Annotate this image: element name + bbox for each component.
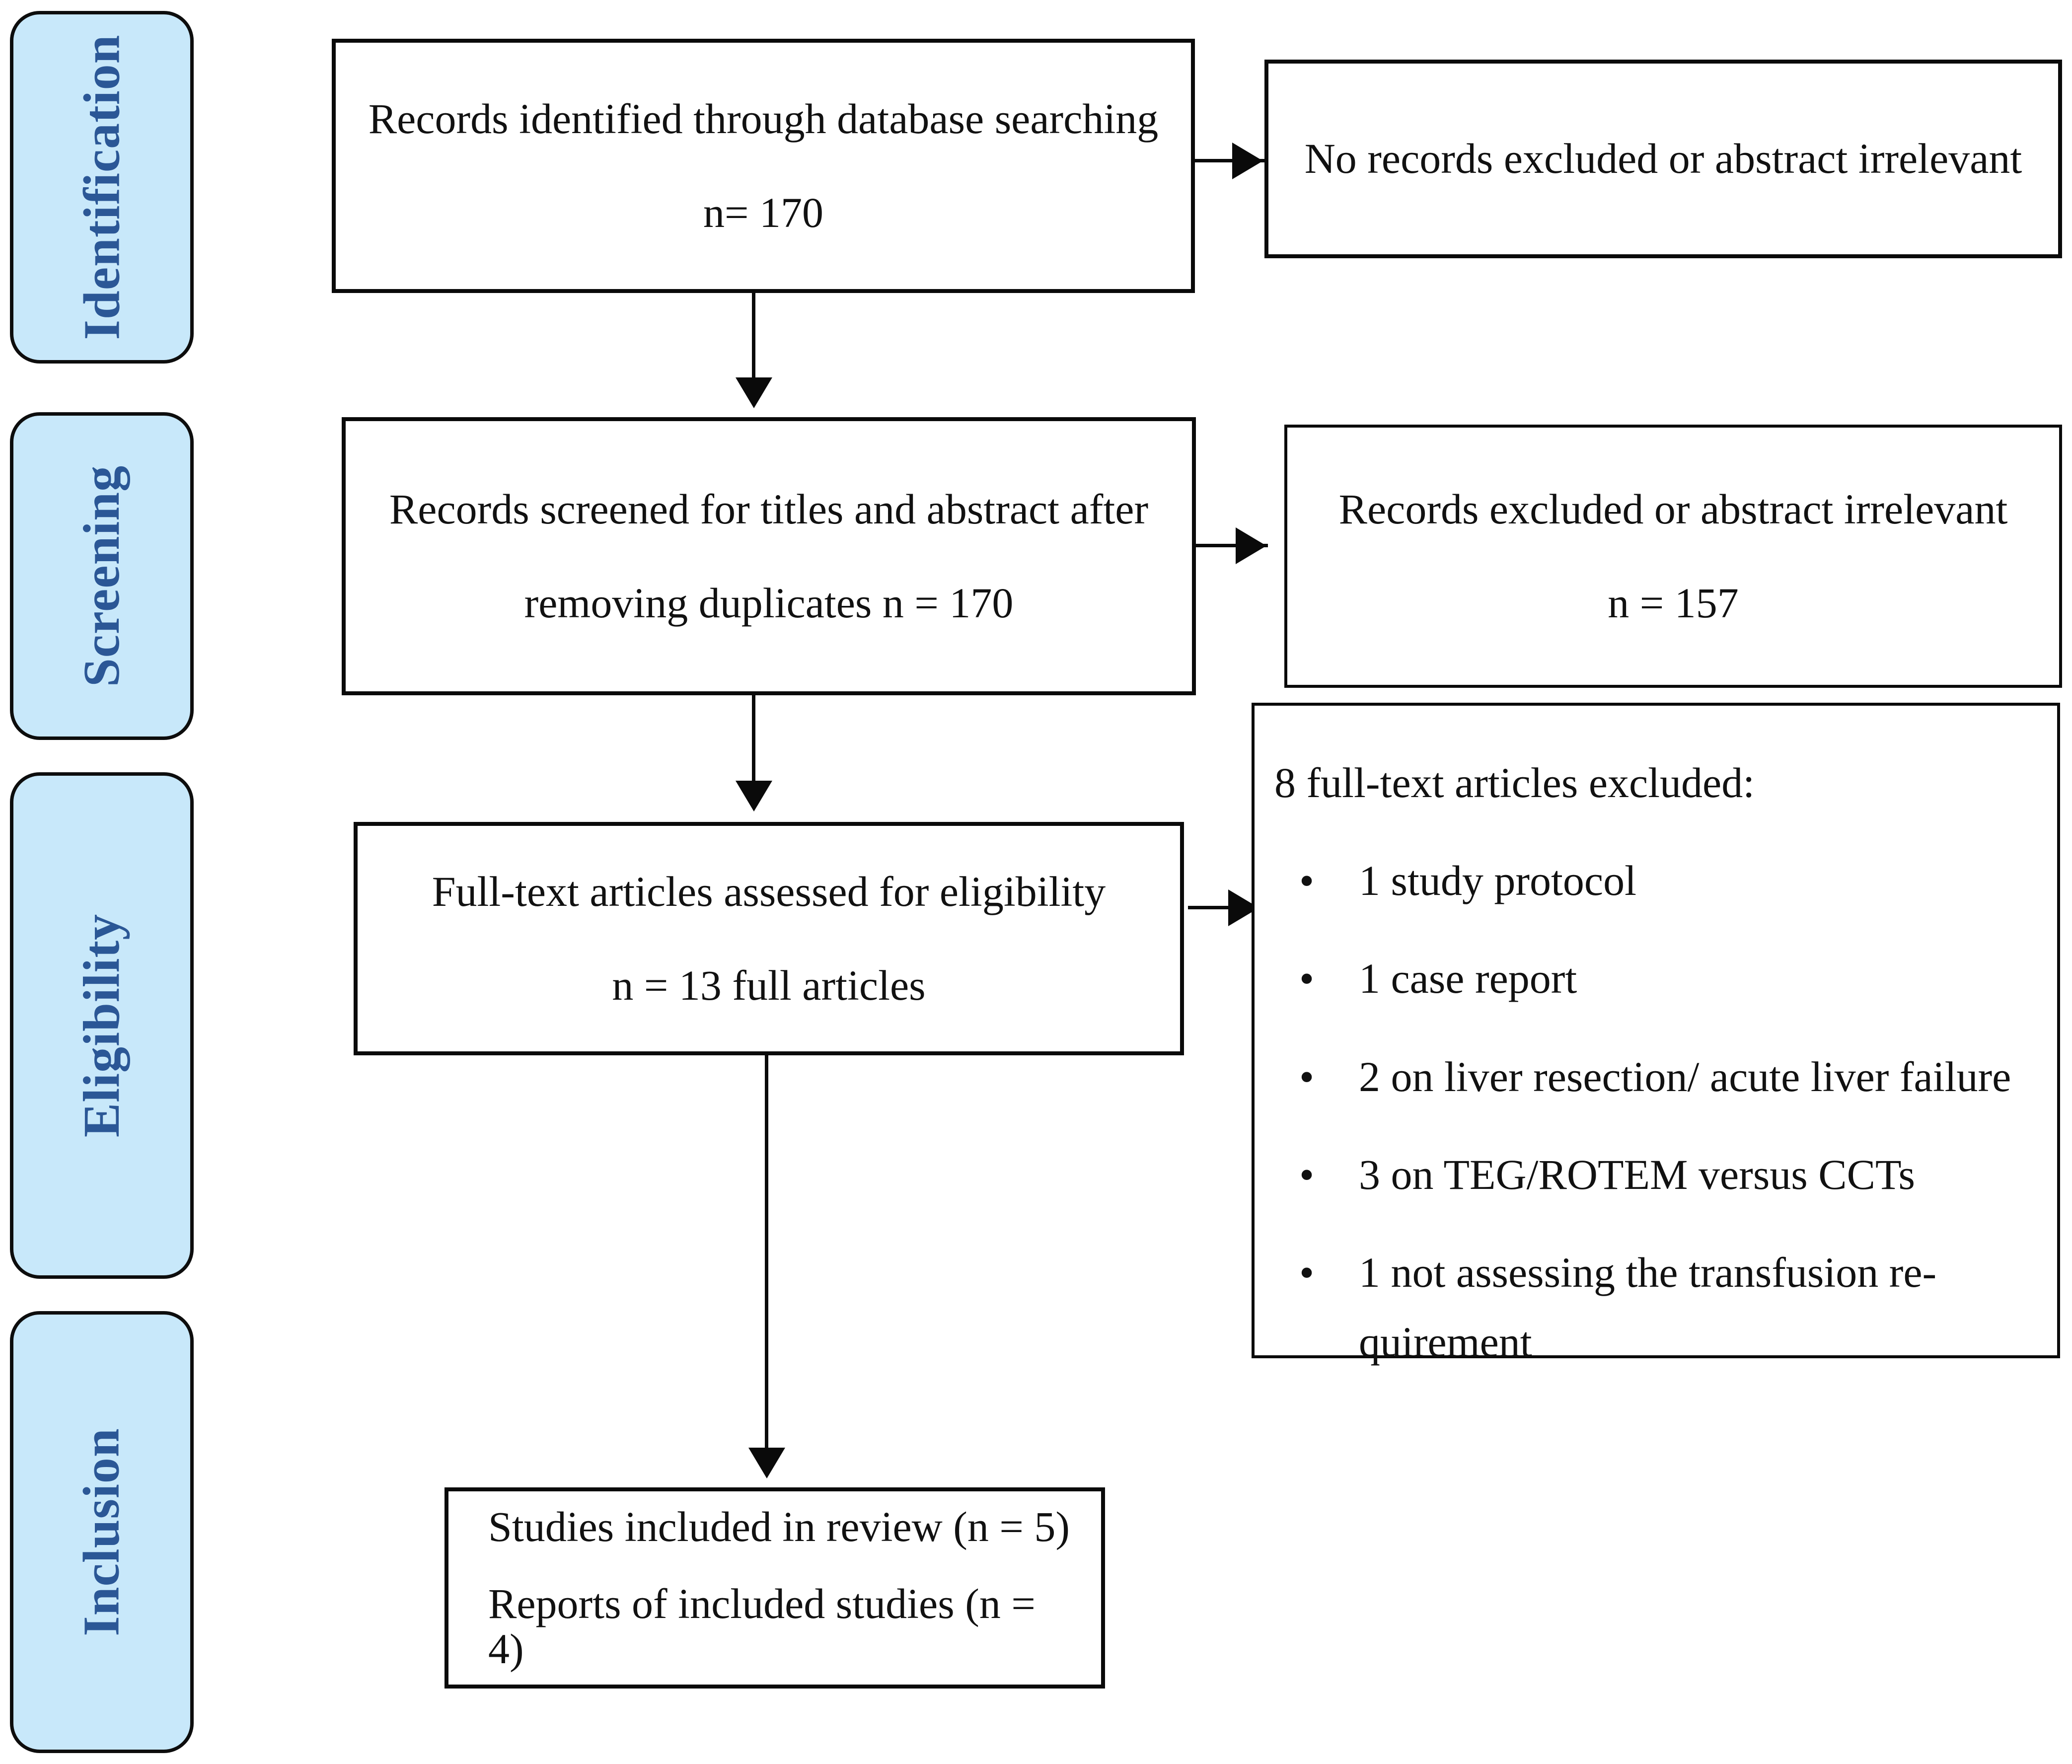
records-screened-line2: removing duplicates n = 170	[524, 579, 1014, 627]
fulltext-excluded-heading: 8 full-text articles excluded:	[1274, 759, 1755, 807]
records-screened-line1: Records screened for titles and abstract…	[389, 485, 1149, 533]
bullet-icon: •	[1299, 857, 1315, 905]
box-fulltext-assessed: Full-text articles assessed for eligibil…	[354, 822, 1184, 1055]
list-item-label: 1 case report	[1359, 955, 1577, 1003]
box-records-screened: Records screened for titles and abstract…	[342, 417, 1196, 695]
studies-included-line2: Reports of included studies (n = 4)	[488, 1579, 1036, 1673]
bullet-icon: •	[1299, 1249, 1315, 1297]
stage-pill-inclusion: Inclusion	[10, 1311, 194, 1753]
arrow-line-eligibility-to-excluded-list	[1188, 906, 1262, 909]
fulltext-assessed-line1: Full-text articles assessed for eligibil…	[432, 867, 1106, 915]
arrow-line-screened-to-excluded	[1196, 544, 1268, 547]
stage-label-eligibility: Eligibility	[73, 913, 130, 1138]
list-item: • 3 on TEG/ROTEM versus CCTs	[1299, 1140, 2027, 1209]
arrow-line-identified-to-no-excluded	[1195, 159, 1264, 162]
arrow-head-eligibility-to-included	[748, 1448, 785, 1478]
arrow-head-screened-to-eligibility	[736, 781, 772, 811]
stage-pill-eligibility: Eligibility	[10, 772, 194, 1279]
box-fulltext-excluded: 8 full-text articles excluded: • 1 study…	[1252, 703, 2060, 1366]
arrow-line-identified-to-screened	[752, 293, 755, 392]
box-no-records-excluded: No records excluded or abstract irreleva…	[1264, 60, 2062, 258]
stage-pill-screening: Screening	[10, 412, 194, 740]
stage-pill-identification: Identification	[10, 11, 194, 364]
bullet-icon: •	[1299, 955, 1315, 1003]
records-identified-count: n= 170	[703, 189, 823, 236]
list-item-label: 3 on TEG/ROTEM versus CCTs	[1359, 1151, 1915, 1199]
arrow-head-screened-to-excluded	[1236, 527, 1266, 564]
list-item: • 1 case report	[1299, 944, 2027, 1013]
fulltext-assessed-count: n = 13 full articles	[612, 961, 926, 1009]
box-records-identified: Records identified through database sear…	[332, 39, 1195, 293]
records-excluded-count: n = 157	[1608, 579, 1739, 627]
list-item-label: 1 not assessing the transfusion re-quire…	[1359, 1249, 1937, 1366]
list-item: • 1 study protocol	[1299, 846, 2027, 915]
box-studies-included: Studies included in review (n = 5) Repor…	[444, 1487, 1105, 1689]
stage-label-identification: Identification	[73, 34, 130, 340]
box-records-excluded: Records excluded or abstract irrelevant …	[1284, 425, 2062, 688]
records-identified-line1: Records identified through database sear…	[368, 94, 1159, 143]
arrow-line-screened-to-eligibility	[752, 695, 755, 797]
studies-included-line1: Studies included in review (n = 5)	[488, 1502, 1070, 1550]
records-excluded-line1: Records excluded or abstract irrelevant	[1338, 485, 2008, 533]
list-item-label: 1 study protocol	[1359, 857, 1636, 905]
bullet-icon: •	[1299, 1052, 1315, 1101]
arrow-head-identified-to-no-excluded	[1232, 143, 1263, 179]
list-item-label: 2 on liver resection/ acute liver failur…	[1359, 1052, 2011, 1101]
arrow-head-identified-to-screened	[736, 377, 772, 408]
arrow-line-eligibility-to-included	[765, 1055, 768, 1458]
list-item: • 1 not assessing the transfusion re-qui…	[1299, 1238, 2027, 1377]
stage-label-inclusion: Inclusion	[73, 1428, 131, 1636]
bullet-icon: •	[1299, 1151, 1315, 1199]
list-item: • 2 on liver resection/ acute liver fail…	[1299, 1042, 2027, 1111]
fulltext-excluded-list: • 1 study protocol • 1 case report • 2 o…	[1255, 846, 2057, 1377]
stage-label-screening: Screening	[73, 465, 130, 687]
no-records-excluded-line1: No records excluded or abstract irreleva…	[1304, 135, 2022, 183]
